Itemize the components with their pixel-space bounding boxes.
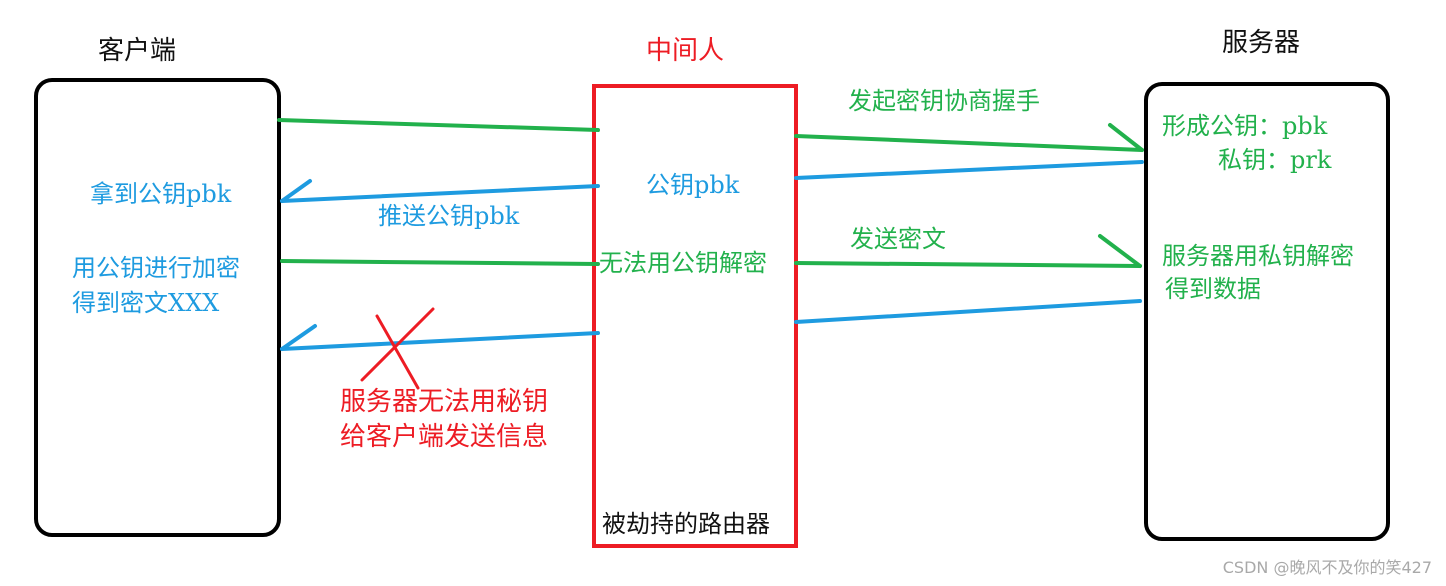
client-get-pubkey: 拿到公钥pbk xyxy=(90,180,232,208)
client-box xyxy=(34,78,281,537)
send-cipher-arrow xyxy=(280,234,1142,268)
blocked-x-mark xyxy=(360,307,435,390)
send-cipher-label: 发送密文 xyxy=(850,225,946,253)
server-box xyxy=(1144,82,1390,541)
server-gen-privkey: 私钥：prk xyxy=(1218,146,1332,174)
server-title: 服务器 xyxy=(1222,28,1301,58)
failed-response-arrow xyxy=(280,299,1142,351)
handshake-label: 发起密钥协商握手 xyxy=(848,87,1040,115)
server-decrypt-line2: 得到数据 xyxy=(1165,275,1261,303)
middleman-cannot-decrypt: 无法用公钥解密 xyxy=(599,249,767,277)
push-pubkey-label: 推送公钥pbk xyxy=(378,202,520,230)
push-pubkey-arrow xyxy=(280,160,1144,203)
server-decrypt-line1: 服务器用私钥解密 xyxy=(1162,242,1354,270)
client-encrypt-line2: 得到密文XXX xyxy=(72,289,220,317)
fail-label-line2: 给客户端发送信息 xyxy=(340,422,549,452)
client-encrypt-line1: 用公钥进行加密 xyxy=(72,254,240,282)
fail-label-line1: 服务器无法用秘钥 xyxy=(340,387,549,417)
client-title: 客户端 xyxy=(98,36,177,66)
middleman-pubkey: 公钥pbk xyxy=(646,171,740,199)
handshake-arrow xyxy=(277,118,1144,152)
middleman-title: 中间人 xyxy=(646,36,725,66)
watermark: CSDN @晚风不及你的笑427 xyxy=(1222,558,1432,577)
middleman-box xyxy=(592,84,798,548)
server-gen-pubkey: 形成公钥：pbk xyxy=(1162,112,1328,140)
middleman-box-caption: 被劫持的路由器 xyxy=(602,510,770,538)
